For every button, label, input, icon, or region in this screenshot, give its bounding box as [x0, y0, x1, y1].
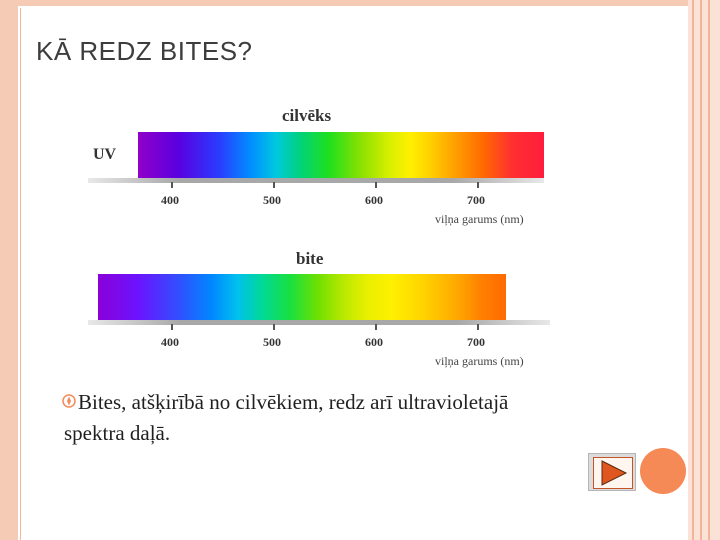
slide-frame-right-stripes	[688, 0, 720, 540]
slide-frame-left	[0, 0, 18, 540]
bee-tick-500	[273, 324, 275, 330]
next-slide-button-face	[593, 457, 633, 489]
bee-tick-600	[375, 324, 377, 330]
slide-frame-top	[18, 0, 688, 6]
bee-tick-700	[477, 324, 479, 330]
human-spectrum-bar	[138, 132, 544, 178]
human-tick-500	[273, 182, 275, 188]
bee-tick-label-400: 400	[161, 335, 179, 349]
human-tick-label-500: 500	[263, 193, 281, 207]
bee-tick-label-500: 500	[263, 335, 281, 349]
bullet-line-1: Bites, atšķirībā no cilvēkiem, redz arī …	[78, 390, 509, 414]
bee-tick-label-700: 700	[467, 335, 485, 349]
bee-tick-400	[171, 324, 173, 330]
orange-circle-button[interactable]	[640, 448, 686, 494]
human-spectrum-label: cilvēks	[282, 106, 332, 125]
bee-spectrum-bar	[98, 274, 506, 320]
bee-spectrum-label: bite	[296, 249, 324, 268]
slide-title: KĀ REDZ BITES?	[36, 36, 253, 66]
diamond-bullet-icon	[62, 394, 76, 408]
next-slide-button[interactable]	[588, 453, 636, 491]
human-tick-600	[375, 182, 377, 188]
human-axis-label: viļņa garums (nm)	[435, 212, 524, 226]
slide-frame-line	[20, 8, 21, 540]
human-tick-400	[171, 182, 173, 188]
human-tick-label-600: 600	[365, 193, 383, 207]
play-arrow-icon	[601, 460, 628, 486]
bee-tick-label-600: 600	[365, 335, 383, 349]
bullet-text: Bites, atšķirībā no cilvēkiem, redz arī …	[64, 387, 598, 449]
human-tick-label-700: 700	[467, 193, 485, 207]
bullet-line-2: spektra daļā.	[64, 421, 171, 445]
bee-spectrum-axis	[88, 320, 550, 325]
uv-label: UV	[93, 146, 117, 163]
human-tick-label-400: 400	[161, 193, 179, 207]
human-spectrum-axis	[88, 178, 544, 183]
human-tick-700	[477, 182, 479, 188]
bee-axis-label: viļņa garums (nm)	[435, 354, 524, 368]
